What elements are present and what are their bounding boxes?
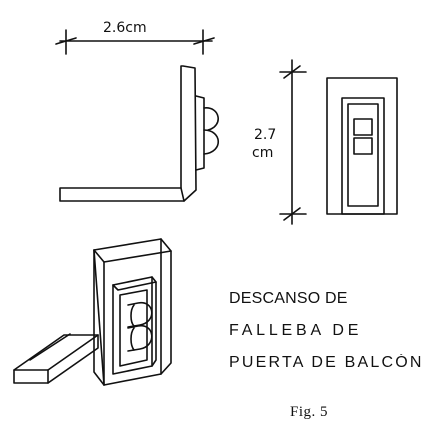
caption-line-1: DESCANSO DE — [229, 290, 348, 307]
isometric-view-bracket — [13, 238, 172, 386]
side-view-bracket — [59, 65, 220, 202]
height-dimension: 2.7 cm — [252, 59, 307, 225]
figure-label: Fig. 5 — [290, 404, 329, 420]
height-dimension-value: 2.7 — [254, 127, 276, 143]
front-view-bracket — [326, 77, 398, 215]
width-dimension: 2.6cm — [55, 20, 215, 55]
caption-line-3: PUERTA DE BALCÓN — [229, 354, 424, 371]
height-dimension-unit: cm — [252, 145, 273, 161]
width-dimension-label: 2.6cm — [103, 20, 147, 36]
caption-line-2: FALLEBA DE — [229, 322, 363, 339]
